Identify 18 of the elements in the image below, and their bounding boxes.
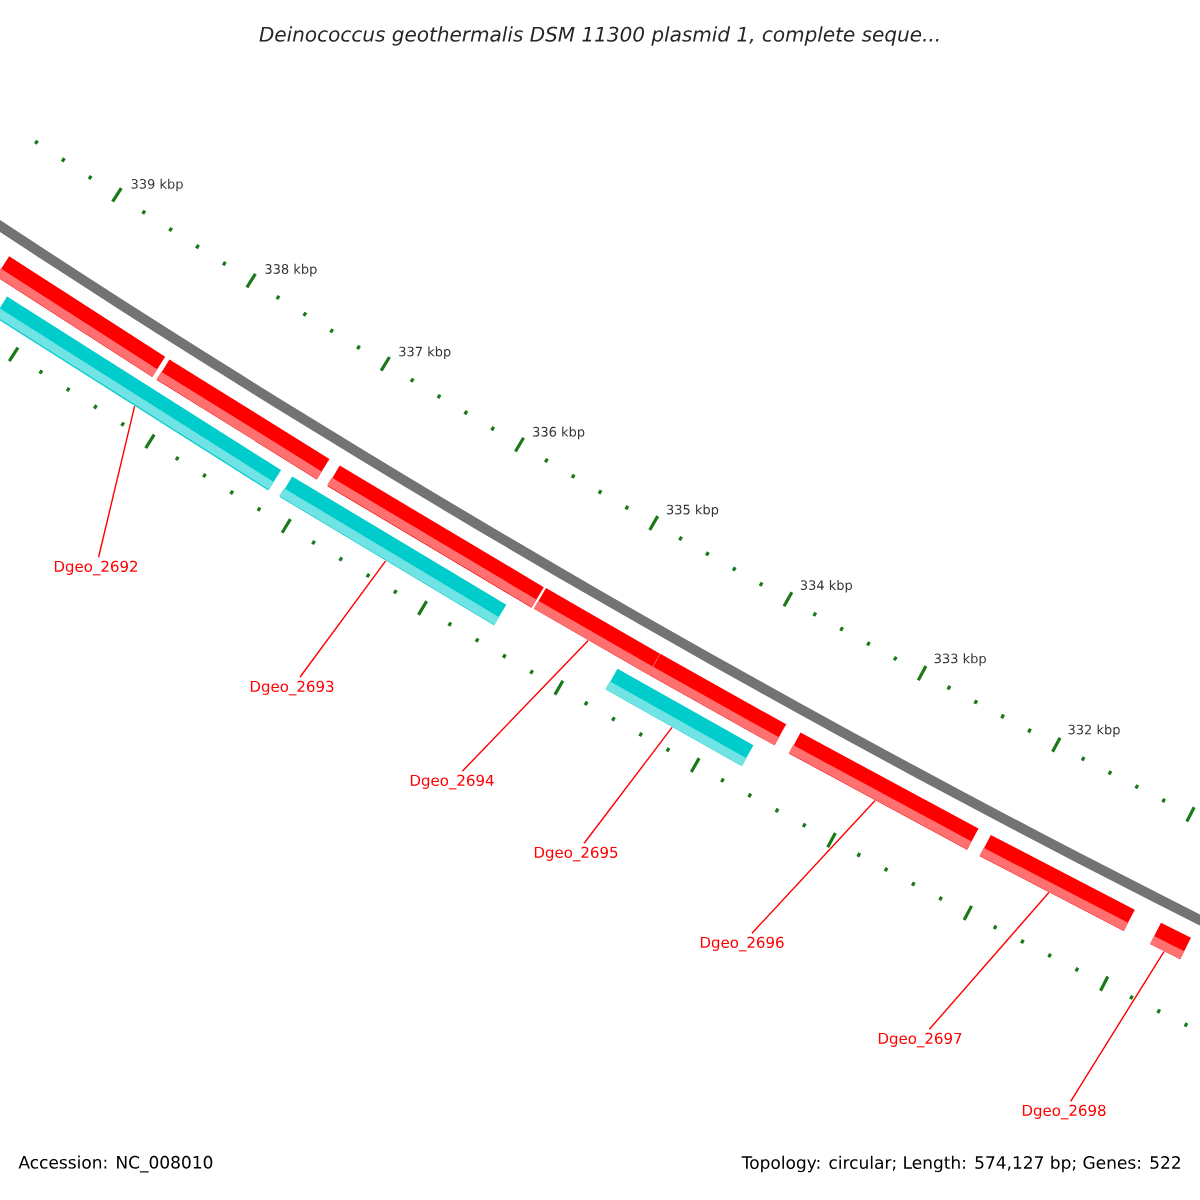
gene-bar xyxy=(327,465,544,608)
leader-line xyxy=(1070,950,1165,1102)
footer-text: Accession: NC_008010 xyxy=(18,1155,213,1173)
gene-bar xyxy=(1150,922,1191,960)
gene-bar xyxy=(788,732,979,850)
gene-bar xyxy=(533,588,661,675)
gene-bar xyxy=(979,834,1135,931)
leader-line xyxy=(461,639,589,772)
leader-line xyxy=(751,799,876,934)
leader-line xyxy=(583,726,673,844)
footer-text: Topology: circular; Length: 574,127 bp; Genes: 522 xyxy=(741,1155,1180,1173)
title: Deinococcus geothermalis DSM 11300 plasmid 1, complete seque... xyxy=(259,26,939,46)
gene-bar xyxy=(648,653,787,746)
gene-bar xyxy=(0,256,166,377)
leader-line xyxy=(299,560,387,678)
leader-line xyxy=(928,891,1050,1030)
leader-line xyxy=(97,405,136,558)
gene-bar xyxy=(156,359,330,480)
